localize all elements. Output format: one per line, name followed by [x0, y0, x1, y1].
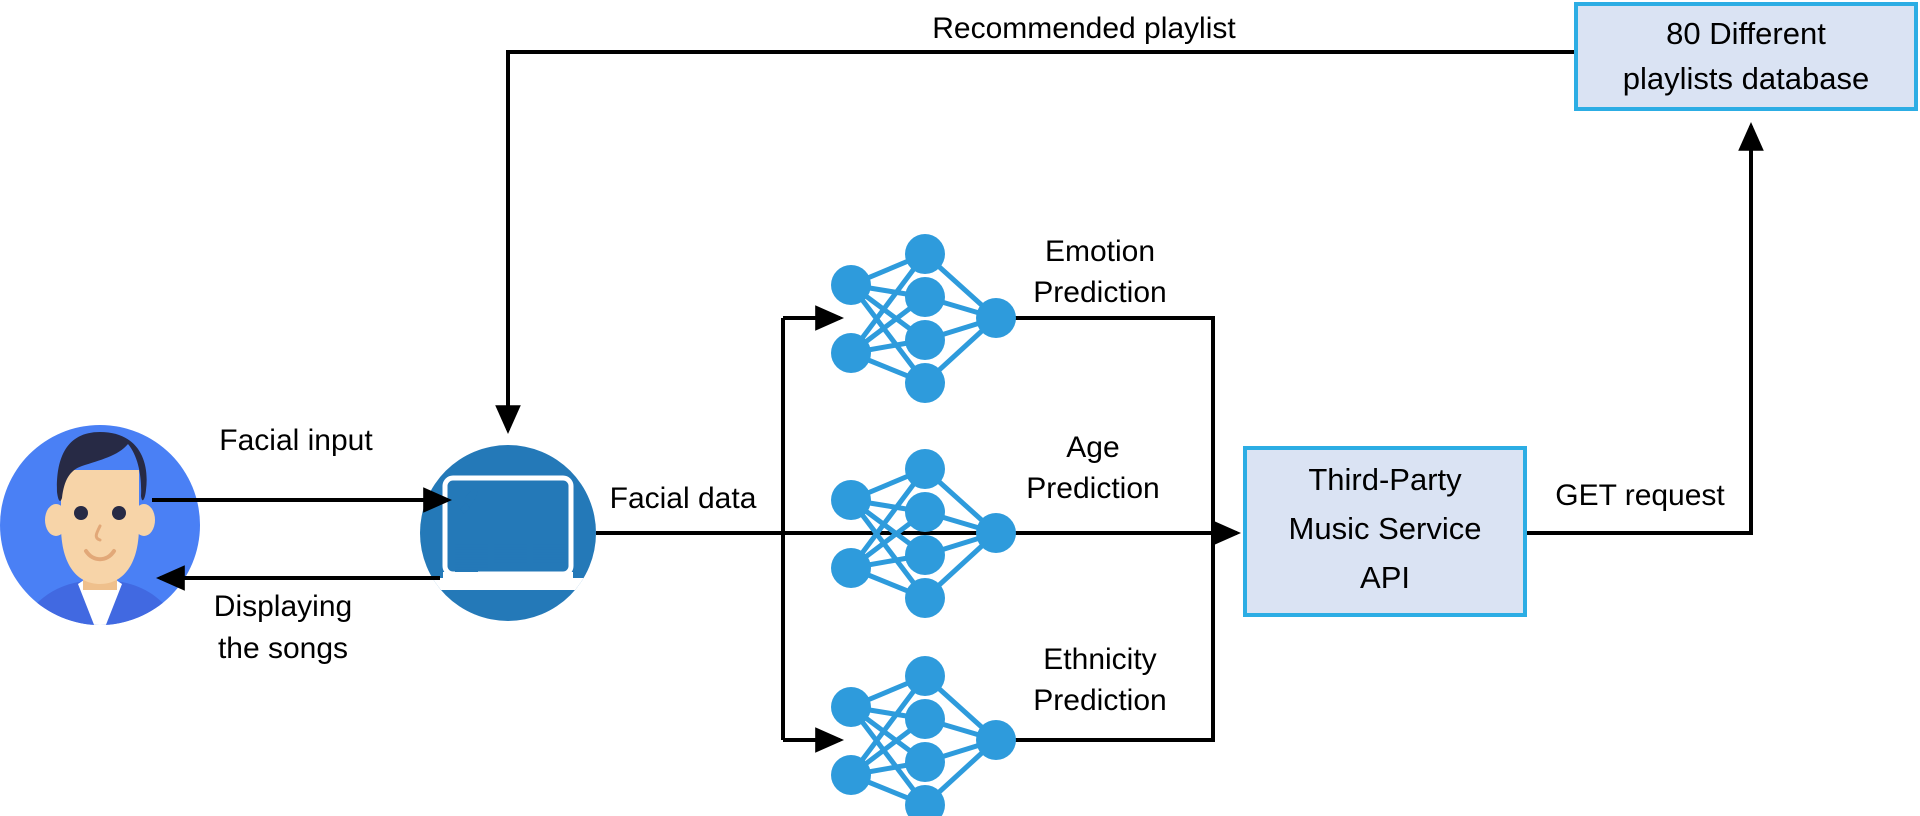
label-facial-input: Facial input: [219, 424, 373, 457]
user-avatar: [0, 425, 200, 625]
nn-age-nodes: [831, 449, 1016, 618]
label-age-prediction-line-1: Age: [1066, 431, 1119, 464]
database-label-line-1: 80 Different: [1666, 16, 1826, 51]
edge-ethnicity-to-api: [1010, 533, 1215, 742]
laptop-hero-banner: [455, 515, 561, 538]
label-recommended-playlist: Recommended playlist: [932, 12, 1236, 45]
avatar-eye-right: [112, 506, 126, 520]
neural-network-ethnicity: [831, 656, 1016, 816]
api-label-line-3: API: [1360, 560, 1410, 595]
laptop-text-columns: [455, 544, 566, 573]
database-label-line-2: playlists database: [1623, 61, 1869, 96]
api-box-rect[interactable]: [1243, 446, 1527, 617]
laptop-hinge: [443, 572, 573, 580]
client-device: [420, 445, 596, 621]
label-displaying-songs-line-1: Displaying: [214, 590, 352, 623]
nn-emotion-nodes: [831, 234, 1016, 403]
avatar-eye-left: [74, 506, 88, 520]
label-displaying-songs-line-2: the songs: [218, 632, 348, 665]
avatar-person-icon: [2, 432, 198, 625]
label-get-request: GET request: [1555, 479, 1725, 512]
edge-emotion-to-api: [1010, 316, 1215, 533]
label-emotion-prediction-line-2: Prediction: [1033, 276, 1166, 309]
rocket-icon: [463, 488, 478, 507]
avatar-hair: [56, 432, 147, 501]
edge-get-request: [1525, 121, 1764, 535]
label-age-prediction-line-2: Prediction: [1026, 472, 1159, 505]
avatar-shirt: [2, 580, 198, 625]
label-emotion-prediction-line-1: Emotion: [1045, 235, 1155, 268]
laptop-browser-icon: [428, 475, 588, 590]
api-label-line-2: Music Service: [1289, 511, 1482, 546]
label-ethnicity-prediction-line-2: Prediction: [1033, 684, 1166, 717]
avatar-collar: [78, 576, 122, 625]
api-label-line-1: Third-Party: [1308, 462, 1462, 497]
playlists-database-box[interactable]: 80 Different playlists database: [1574, 2, 1918, 111]
rocket-fin: [460, 503, 470, 514]
database-box-rect[interactable]: [1574, 2, 1918, 111]
edge-recommended-playlist: [495, 50, 1576, 435]
label-ethnicity-prediction-line-1: Ethnicity: [1043, 643, 1156, 676]
label-facial-data: Facial data: [610, 482, 757, 515]
neural-network-age: [831, 449, 1016, 618]
neural-network-emotion: [831, 234, 1016, 403]
nn-ethnicity-nodes: [831, 656, 1016, 816]
avatar-nose: [94, 524, 102, 542]
third-party-api-box[interactable]: Third-Party Music Service API: [1243, 446, 1527, 617]
laptop-base: [428, 578, 588, 590]
avatar-mouth: [84, 549, 116, 562]
